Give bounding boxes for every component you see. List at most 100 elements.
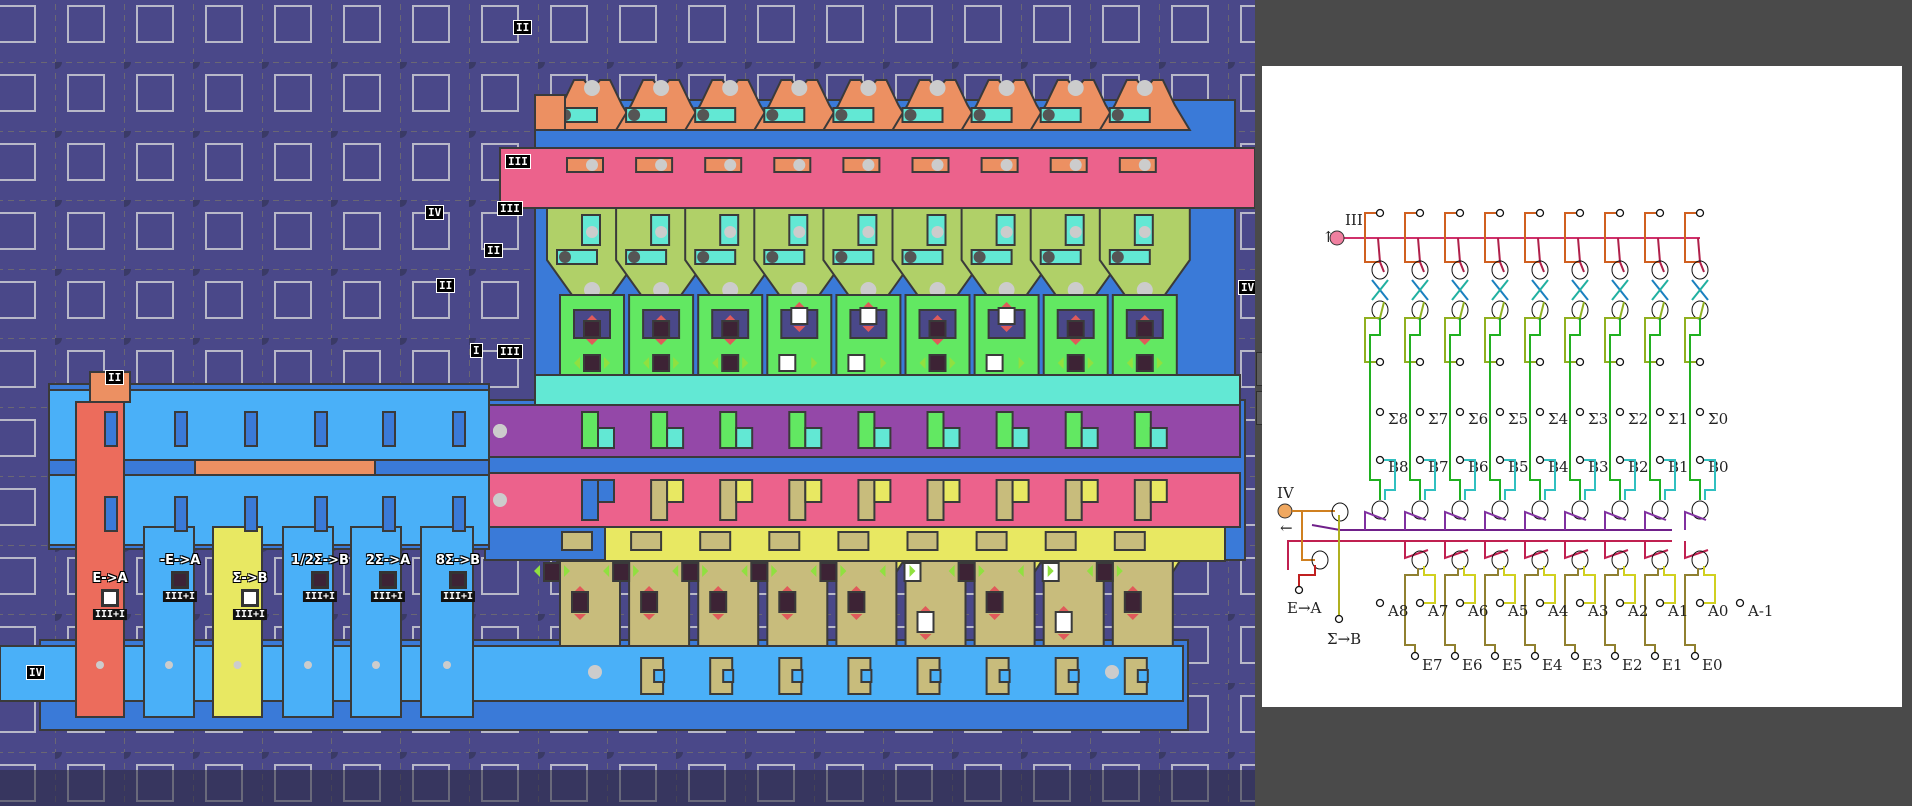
p-bracket [1133, 479, 1152, 521]
tan-column [835, 560, 898, 652]
up-arrow-icon [793, 302, 806, 308]
bar-label-III: III [505, 154, 531, 169]
e-node [1610, 651, 1620, 661]
mode-toggle-switch[interactable] [449, 571, 467, 589]
yellow-wire [1703, 566, 1716, 604]
switch-column[interactable] [420, 526, 474, 718]
input-III-node[interactable] [1329, 230, 1345, 246]
bit-switch-lower[interactable] [985, 354, 1004, 372]
yellow-wire [1663, 566, 1676, 604]
olive-wire [1564, 568, 1579, 656]
down-arrow-icon [862, 326, 875, 332]
cyan-wire [1544, 459, 1556, 500]
sigma-label: Σ3 [1588, 410, 1608, 428]
sigma-node [1695, 407, 1705, 417]
mid-node [1375, 357, 1385, 367]
up-arrow-icon [1126, 586, 1139, 592]
bit-switch-vertical[interactable] [985, 591, 1004, 613]
l-bracket-foot [1011, 427, 1030, 449]
bit-switch-lateral[interactable] [1095, 562, 1114, 582]
bit-switch-vertical[interactable] [571, 591, 589, 613]
register-slot [174, 496, 188, 532]
toggle-ring [1451, 550, 1469, 570]
l-bracket [995, 411, 1014, 449]
bit-switch-lateral[interactable] [819, 562, 838, 582]
yellow-gate-window [837, 531, 870, 551]
e-label: E6 [1462, 656, 1483, 674]
bit-switch-upper[interactable] [859, 307, 878, 325]
yellow-gate-window [768, 531, 801, 551]
bit-switch-lower[interactable] [1066, 354, 1085, 372]
switch-label: 1/2Σ->B [291, 553, 349, 568]
toggle-ring [1451, 260, 1469, 280]
bit-switch-lower[interactable] [778, 354, 797, 372]
register-slot [314, 411, 328, 447]
bit-switch-lower[interactable] [847, 354, 866, 372]
purple-wire [1564, 510, 1587, 530]
pivot-pin [697, 251, 710, 263]
toggle-ring [1611, 550, 1629, 570]
mode-toggle-switch[interactable] [311, 571, 329, 589]
mode-toggle-switch[interactable] [241, 589, 259, 607]
sigma-node [1535, 407, 1545, 417]
switch-column[interactable] [282, 526, 334, 718]
olive-wire [1404, 568, 1419, 656]
mode-toggle-switch[interactable] [379, 571, 397, 589]
pink-wire [1457, 237, 1465, 273]
bit-switch-vertical[interactable] [847, 591, 866, 613]
input-IV-node[interactable] [1277, 503, 1293, 519]
bit-switch-upper[interactable] [928, 320, 947, 338]
up-arrow-icon [781, 586, 794, 592]
bit-switch-lower[interactable] [652, 354, 671, 372]
lime-wire [1644, 301, 1665, 363]
bit-switch-lateral[interactable] [750, 562, 769, 582]
register-slot [452, 496, 466, 532]
bit-switch-lateral[interactable] [681, 562, 700, 582]
bit-switch-lower[interactable] [928, 354, 947, 372]
sigma-label: Σ6 [1468, 410, 1488, 428]
b-label: B0 [1708, 458, 1729, 476]
bit-switch-vertical[interactable] [640, 591, 659, 613]
toggle-ring [1411, 550, 1429, 570]
bit-switch-upper[interactable] [583, 320, 601, 338]
bit-switch-lateral[interactable] [543, 562, 561, 582]
bit-switch-upper[interactable] [1066, 320, 1085, 338]
cross-wire [1491, 279, 1509, 301]
bit-switch-lateral[interactable] [957, 562, 976, 582]
bit-switch-vertical[interactable] [778, 591, 797, 613]
board-bottom-strip [0, 770, 1255, 806]
board-canvas[interactable] [0, 0, 1255, 806]
bit-switch-vertical[interactable] [1123, 591, 1142, 613]
orange-wire [1524, 212, 1540, 263]
p-bracket-top [873, 479, 892, 503]
bit-switch-vertical[interactable] [709, 591, 728, 613]
a-node [1575, 598, 1585, 608]
bit-switch-lower[interactable] [721, 354, 740, 372]
switch-column[interactable] [212, 526, 263, 718]
p-bracket [995, 479, 1014, 521]
cyan-wire [1464, 459, 1476, 500]
bit-switch-lower[interactable] [1135, 354, 1154, 372]
switch-column[interactable] [75, 401, 125, 718]
cross-wire [1531, 279, 1549, 301]
bit-switch-upper[interactable] [790, 307, 809, 325]
switch-column[interactable] [350, 526, 402, 718]
bit-switch-upper[interactable] [652, 320, 671, 338]
down-arrow-icon [781, 614, 794, 620]
mode-toggle-switch[interactable] [101, 589, 119, 607]
bit-switch-upper[interactable] [1135, 320, 1154, 338]
cross-wire [1651, 279, 1669, 301]
bit-switch-upper[interactable] [997, 307, 1016, 325]
bit-switch-vertical[interactable] [1054, 611, 1073, 633]
switch-column[interactable] [143, 526, 195, 718]
pivot-pin [1111, 251, 1124, 263]
mode-toggle-switch[interactable] [171, 571, 189, 589]
toggle-ring [1491, 500, 1509, 520]
up-arrow-icon [724, 315, 737, 321]
ball-slot [1136, 80, 1153, 96]
bit-switch-lateral[interactable] [612, 562, 631, 582]
bit-switch-upper[interactable] [721, 320, 740, 338]
bit-switch-lower[interactable] [583, 354, 601, 372]
bit-switch-vertical[interactable] [916, 611, 935, 633]
